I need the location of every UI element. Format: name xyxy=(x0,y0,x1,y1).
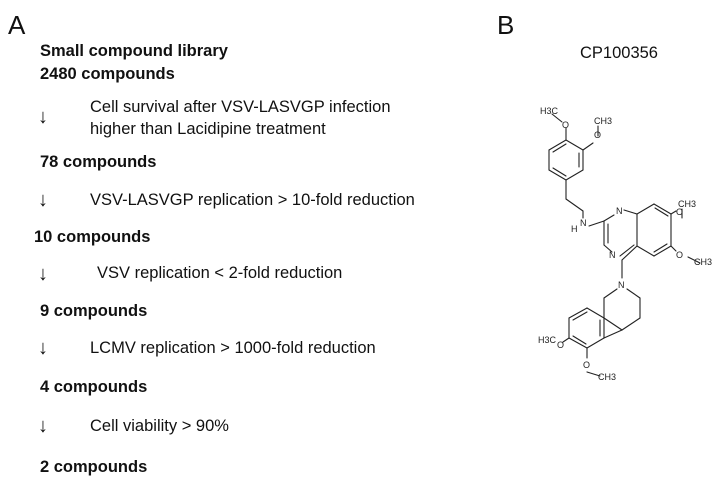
o-top-left: O xyxy=(562,120,569,130)
compound-count-2480: 2480 compounds xyxy=(40,65,175,83)
h3c-top-left: H3C xyxy=(540,106,559,116)
criterion-survival-line2: higher than Lacidipine treatment xyxy=(90,120,326,138)
compound-name: CP100356 xyxy=(580,44,658,62)
n-ring-top: N xyxy=(616,206,623,216)
o-right-top: O xyxy=(676,207,683,217)
h3c-bottom-left: H3C xyxy=(538,335,557,345)
n-ring-bottom: N xyxy=(609,250,616,260)
ch3-bottom: CH3 xyxy=(598,372,616,382)
ch3-right-bottom: CH3 xyxy=(694,257,712,267)
n-isoquinoline: N xyxy=(618,280,625,290)
down-arrow-icon: ↓ xyxy=(38,263,48,285)
o-bottom-left: O xyxy=(557,340,564,350)
compound-count-9: 9 compounds xyxy=(40,302,148,320)
criterion-survival-line1: Cell survival after VSV-LASVGP infection xyxy=(90,98,391,116)
compound-count-2: 2 compounds xyxy=(40,458,148,476)
o-bottom: O xyxy=(583,360,590,370)
compound-count-10: 10 compounds xyxy=(34,228,151,246)
o-top-right: O xyxy=(594,130,601,140)
criterion-viability: Cell viability > 90% xyxy=(90,417,229,435)
down-arrow-icon: ↓ xyxy=(38,106,48,128)
compound-count-4: 4 compounds xyxy=(40,378,148,396)
ch3-right-top: CH3 xyxy=(678,199,696,209)
down-arrow-icon: ↓ xyxy=(38,415,48,437)
criterion-lcmv: LCMV replication > 1000-fold reduction xyxy=(90,339,376,357)
h-atom: H xyxy=(571,224,578,234)
criterion-vsv: VSV replication < 2-fold reduction xyxy=(97,264,343,282)
panel-a-label: A xyxy=(8,10,26,40)
panel-b-label: B xyxy=(497,10,515,40)
o-right-bottom: O xyxy=(676,250,683,260)
compound-count-78: 78 compounds xyxy=(40,153,157,171)
criterion-vsv-lasvgp: VSV-LASVGP replication > 10-fold reducti… xyxy=(90,191,415,209)
down-arrow-icon: ↓ xyxy=(38,189,48,211)
library-title: Small compound library xyxy=(40,42,228,60)
down-arrow-icon: ↓ xyxy=(38,337,48,359)
n-amine: N xyxy=(580,218,587,228)
ch3-top-right: CH3 xyxy=(594,116,612,126)
